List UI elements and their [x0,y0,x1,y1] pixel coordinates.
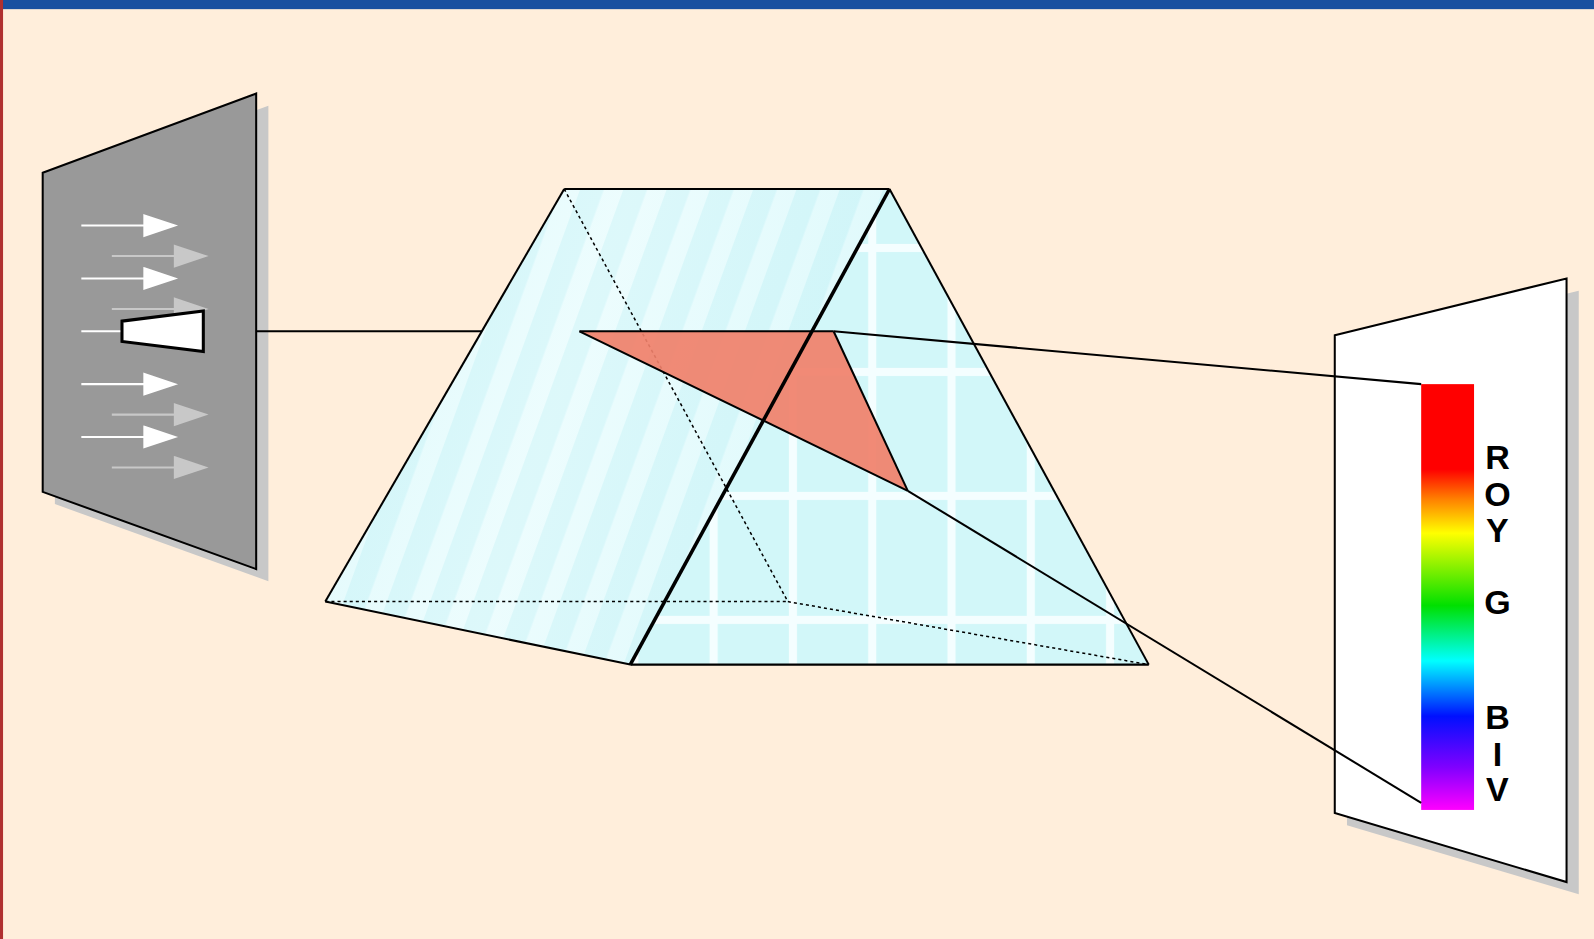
spectrum-letter: I [1493,737,1502,771]
spectrum-letter: R [1485,440,1510,474]
spectrum-letter: V [1486,772,1509,806]
spectrum-letter: B [1485,700,1510,734]
spectrum-letter: G [1484,585,1510,619]
spectrum-letter: O [1484,477,1510,511]
spectrum-letter: Y [1486,513,1509,547]
